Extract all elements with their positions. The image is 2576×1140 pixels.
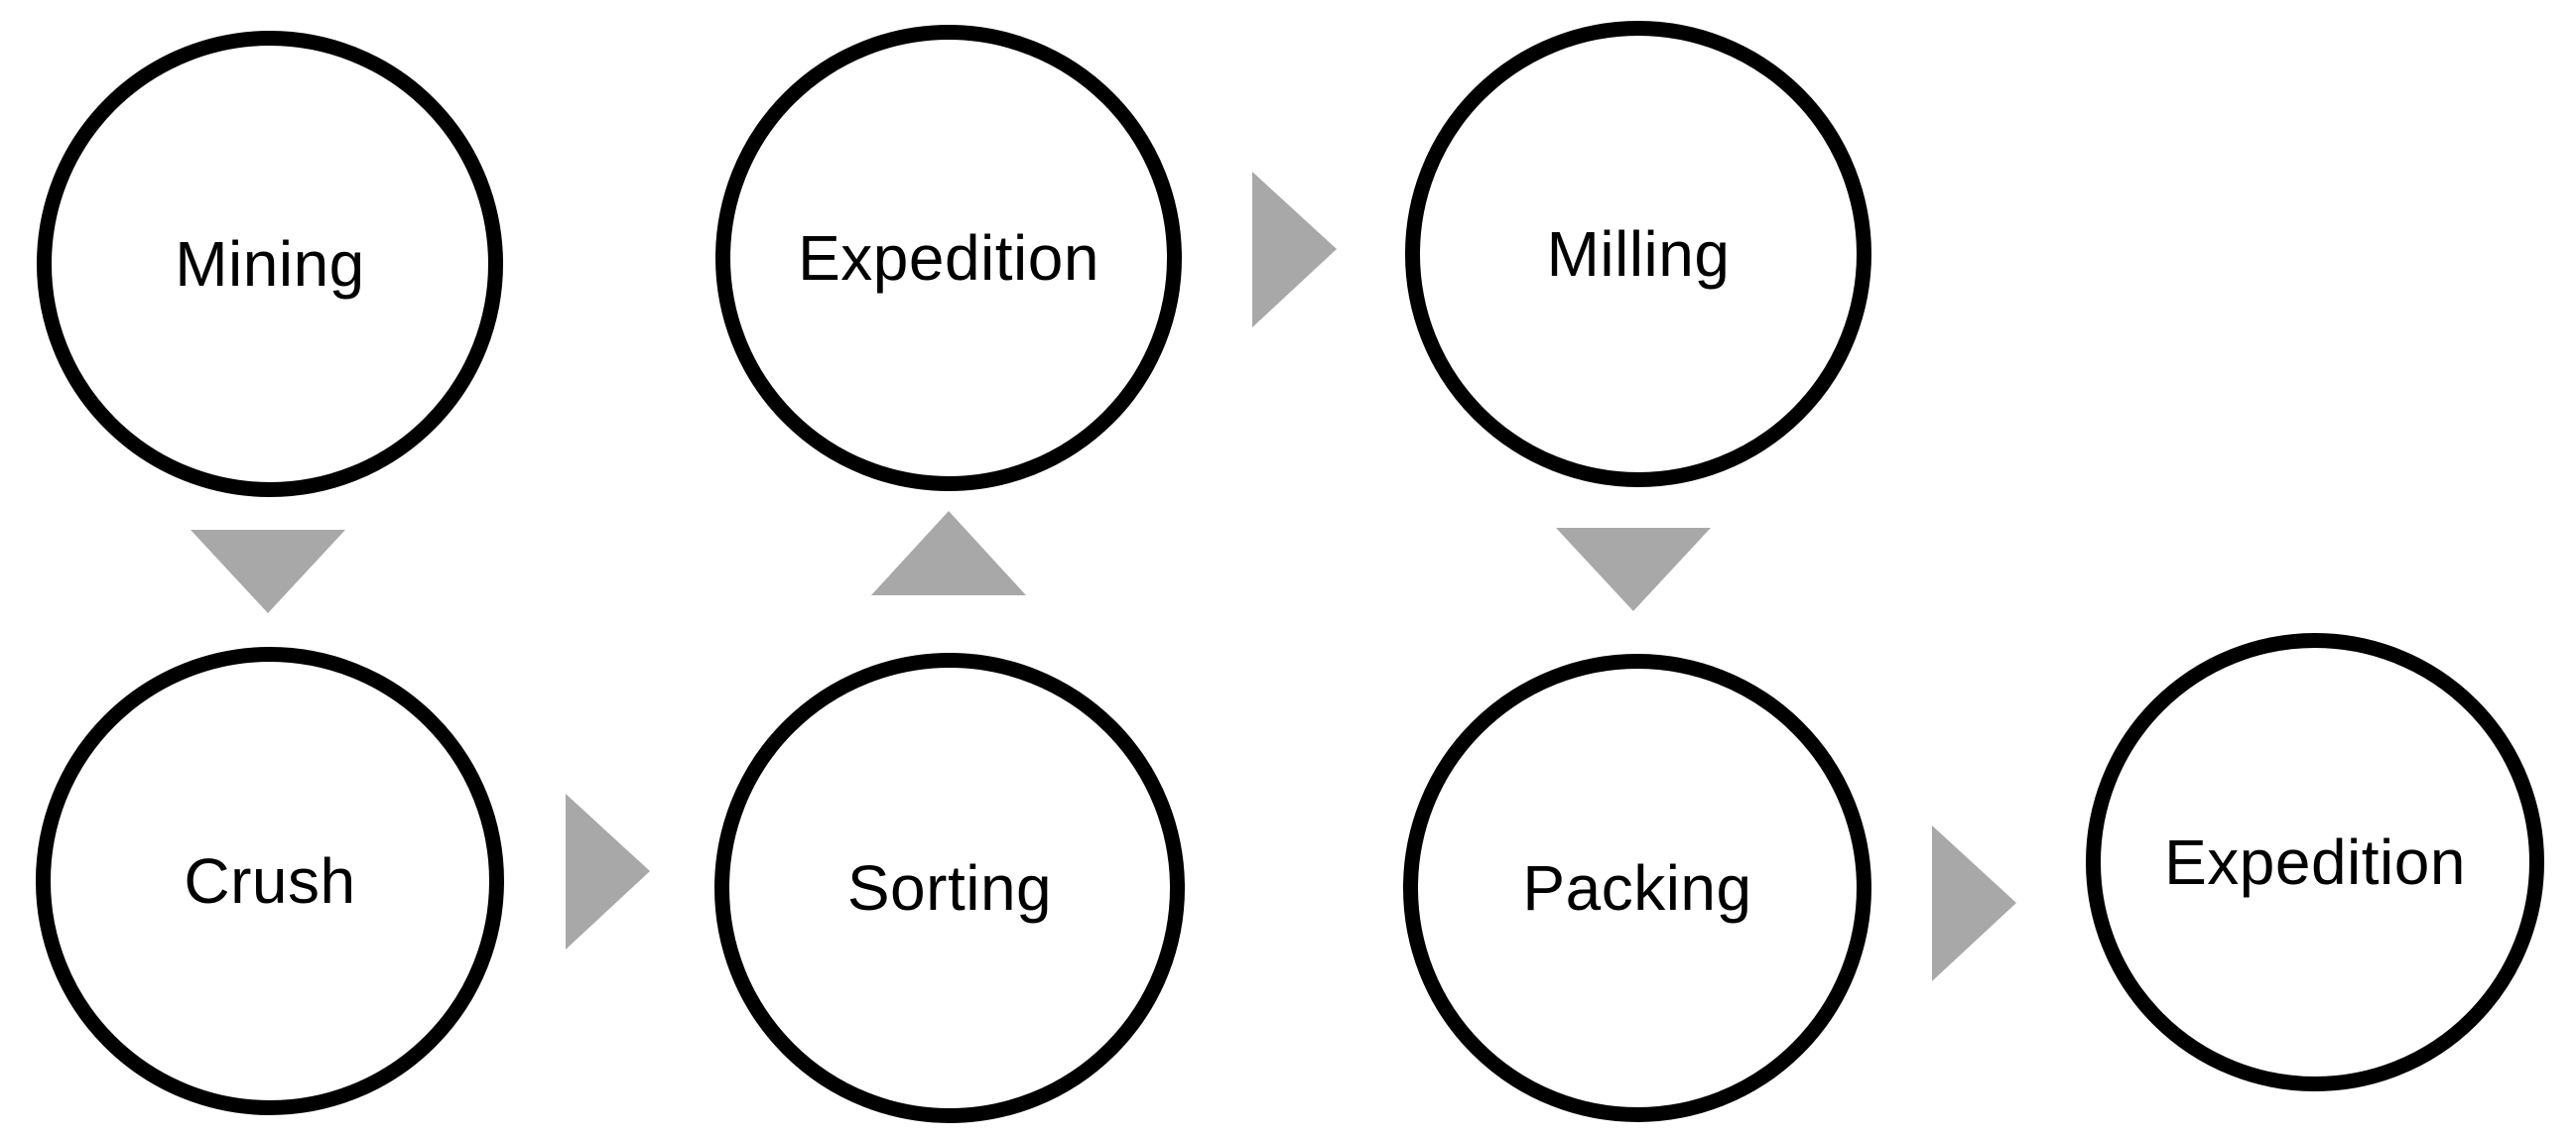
node-label: Sorting: [846, 852, 1053, 924]
node-expedition-top: Expedition: [715, 25, 1182, 491]
arrow-expedition-to-milling-right-icon: [1252, 172, 1337, 327]
node-label: Expedition: [2164, 826, 2466, 898]
node-mining: Mining: [37, 31, 503, 497]
node-crush: Crush: [36, 647, 504, 1115]
arrow-mining-to-crush-down-icon: [191, 530, 345, 613]
node-label: Packing: [1522, 852, 1752, 924]
node-expedition-bottom: Expedition: [2086, 633, 2544, 1091]
node-label: Crush: [184, 845, 356, 917]
node-label: Mining: [175, 228, 365, 300]
node-milling: Milling: [1405, 21, 1871, 487]
arrow-milling-to-packing-down-icon: [1556, 528, 1711, 611]
node-label: Expedition: [798, 222, 1099, 294]
node-label: Milling: [1546, 218, 1731, 290]
node-packing: Packing: [1403, 654, 1871, 1122]
arrow-packing-to-expedition-right-icon: [1932, 825, 2016, 981]
node-sorting: Sorting: [714, 653, 1185, 1123]
arrow-crush-to-sorting-right-icon: [566, 794, 650, 950]
arrow-sorting-to-expedition-up-icon: [871, 511, 1026, 595]
